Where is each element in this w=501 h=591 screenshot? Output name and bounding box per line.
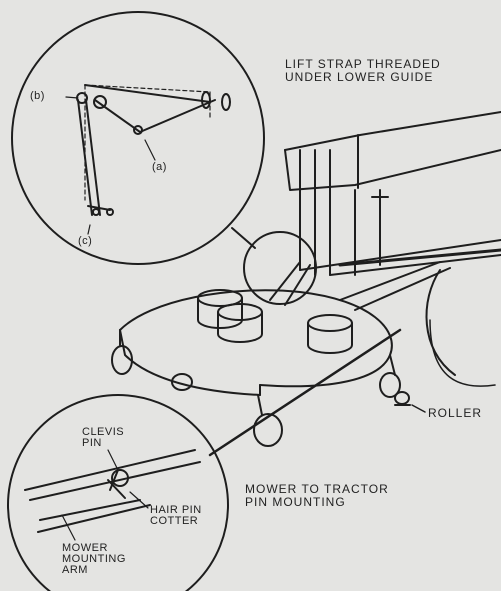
callout-a: (a): [152, 161, 167, 173]
callout-c-leader: [87, 224, 91, 235]
cotter-leader: [129, 491, 149, 509]
detail-circle-top: [11, 11, 265, 265]
roller: [394, 391, 411, 406]
detail-leader-bottom: [208, 328, 402, 457]
lift-strap-label: LIFT STRAP THREADED UNDER LOWER GUIDE: [285, 57, 441, 84]
callout-a-leader: [144, 139, 156, 161]
lift-strap-focus-circle: [243, 231, 317, 305]
cord-arc: [429, 319, 496, 387]
mower-deck: [119, 261, 451, 396]
roller-label: ROLLER: [428, 406, 483, 420]
clevis-leader: [107, 449, 119, 471]
mower-to-tractor-label: MOWER TO TRACTOR PIN MOUNTING: [245, 482, 389, 509]
arm-leader: [61, 514, 76, 541]
tractor-body: [284, 111, 501, 276]
mower-mounting-arm-label: MOWER MOUNTING ARM: [62, 542, 126, 576]
lift-linkage-detail: [76, 84, 231, 216]
clevis-pin-label: CLEVIS PIN: [82, 426, 125, 449]
callout-b-leader: [65, 96, 79, 99]
caster-wheels: [111, 329, 401, 447]
detail-leader-top: [231, 227, 256, 249]
hair-pin-cotter-label: HAIR PIN COTTER: [150, 504, 202, 527]
callout-c: (c): [78, 235, 93, 247]
roller-leader: [411, 404, 426, 413]
hitch-arc: [425, 269, 456, 376]
pin-mounting-detail: [24, 449, 201, 533]
callout-b: (b): [30, 90, 45, 102]
detail-circle-bottom: [7, 394, 229, 591]
